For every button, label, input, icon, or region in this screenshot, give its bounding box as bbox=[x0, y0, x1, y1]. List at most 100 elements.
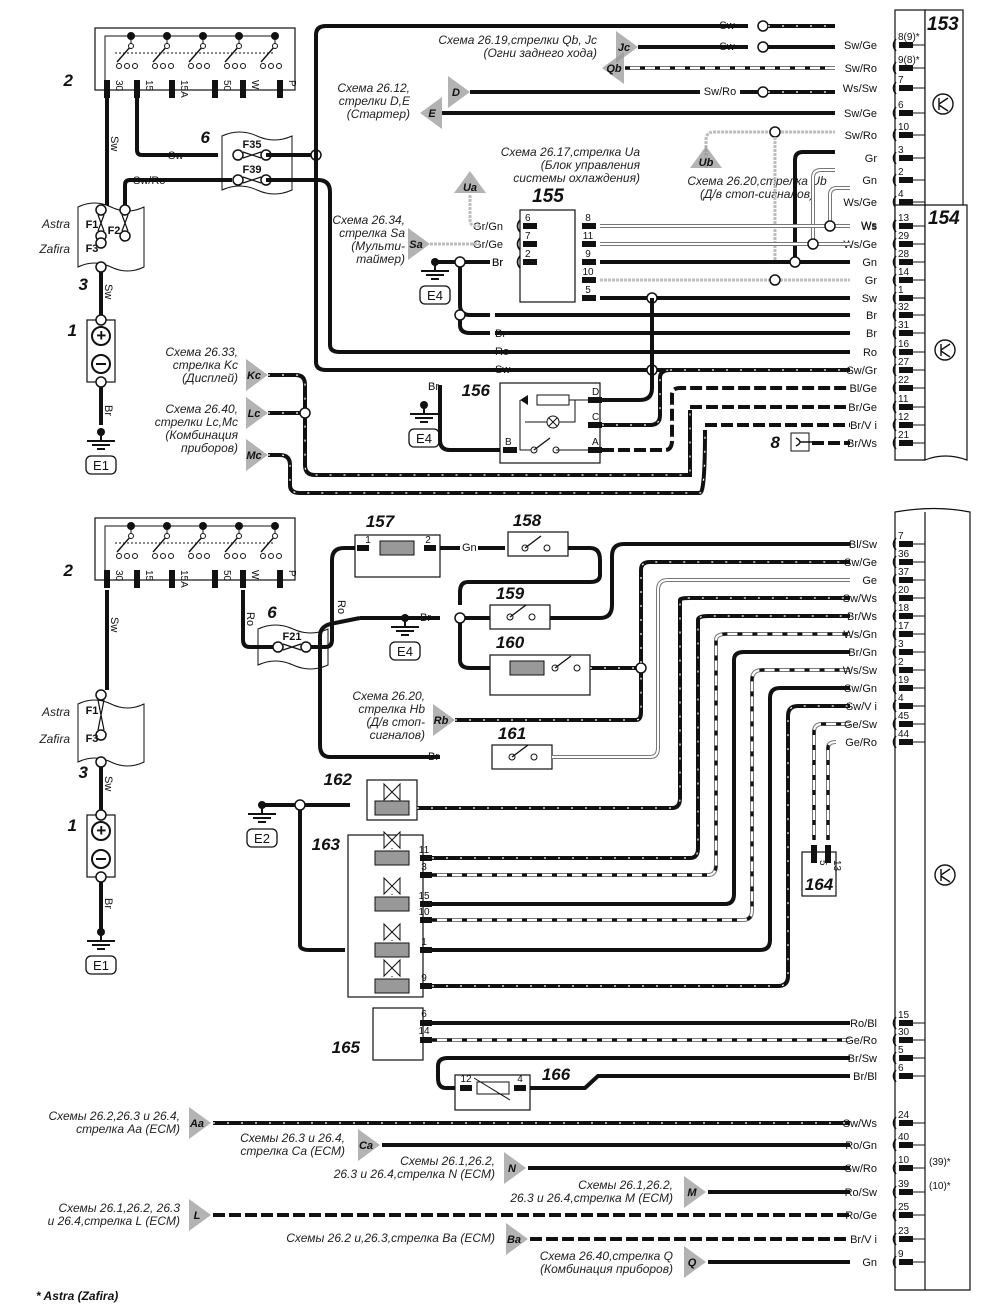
reference-L-description: и 26.4,стрелка L (ECM) bbox=[48, 1214, 180, 1228]
switch-pivot bbox=[164, 43, 170, 49]
wire-164-ge-sw bbox=[812, 722, 850, 840]
switch-terminal-label: W bbox=[249, 80, 260, 90]
wire-163-1-sw-gn bbox=[432, 686, 850, 952]
wire-stroke bbox=[458, 267, 490, 317]
module-154-wire-label: Ws bbox=[861, 221, 877, 233]
wire-stroke bbox=[268, 429, 707, 495]
junction-node bbox=[769, 126, 781, 138]
module-153-wire-label: Ws bbox=[861, 220, 877, 232]
reference-Ua-description: Схема 26.17,стрелка Ua bbox=[501, 145, 641, 159]
fuse-label: F2 bbox=[108, 225, 121, 237]
switch-pivot bbox=[164, 533, 170, 539]
sensor-166-pin-12 bbox=[460, 1085, 472, 1091]
pin-socket bbox=[892, 381, 897, 395]
wire-stroke bbox=[438, 385, 500, 452]
reference-Lc-Mc-description: (Комбинация bbox=[165, 428, 238, 442]
wire-label: Br bbox=[102, 898, 114, 909]
module-154-pin bbox=[899, 259, 913, 265]
switch-159 bbox=[489, 604, 551, 630]
reference-arrow-label: D bbox=[452, 87, 460, 99]
module-155-pin bbox=[523, 223, 537, 229]
module-155-wire-label: Br bbox=[492, 257, 503, 269]
injector-block-163-pin bbox=[420, 855, 432, 861]
pin-socket bbox=[892, 1051, 897, 1065]
junction-node bbox=[757, 20, 769, 32]
reference-arrow-label: M bbox=[687, 1187, 697, 1199]
wire-label: Br bbox=[102, 405, 114, 416]
wire-153-4 bbox=[811, 168, 835, 243]
reference-arrow-Q bbox=[684, 1246, 706, 1278]
sensor-166-pin-4 bbox=[514, 1085, 526, 1091]
wire-156-B bbox=[438, 385, 500, 452]
switch-159-number: 159 bbox=[496, 584, 525, 603]
switch-terminal-label: W bbox=[249, 570, 260, 580]
reference-L-description: Схемы 26.1,26.2, 26.3 bbox=[58, 1201, 180, 1215]
reference-D-E-description: Схема 26.12, bbox=[337, 81, 410, 95]
bottom-ignition-switch-number: 2 bbox=[63, 561, 74, 580]
wire-stroke bbox=[602, 370, 654, 402]
module-155-pin-number: 8 bbox=[585, 213, 591, 224]
pin-socket bbox=[516, 219, 521, 233]
junction-node bbox=[454, 612, 466, 624]
ecm-wire-label: Bl/Sw bbox=[849, 539, 877, 551]
ecm-pin bbox=[899, 703, 913, 709]
battery-plus bbox=[91, 821, 111, 841]
wire-153-2 bbox=[793, 150, 835, 262]
ecm-pin bbox=[899, 1020, 913, 1026]
wire-stroke bbox=[436, 1056, 850, 1090]
switch-contact bbox=[116, 45, 132, 63]
reference-arrow-label: Kc bbox=[247, 370, 261, 382]
fuse-box-6-number: 6 bbox=[201, 128, 211, 147]
module-153-wire-label: Gn bbox=[862, 175, 877, 187]
switch-contact-point bbox=[124, 553, 130, 559]
module-154-wire-label: Ws/Ge bbox=[843, 239, 877, 251]
reference-arrow-Aa bbox=[189, 1107, 211, 1139]
wire-164-ge-ro bbox=[826, 740, 837, 840]
ecm-pin-number: 7 bbox=[898, 531, 904, 542]
module-155-pin bbox=[523, 241, 537, 247]
switch-terminal-label: 50 bbox=[221, 570, 232, 582]
wire-label: Sw/Ro bbox=[704, 86, 736, 98]
reference-arrow-Qb bbox=[602, 52, 624, 84]
ground-E1-bottom-label: E1 bbox=[93, 958, 109, 973]
switch-terminal-50 bbox=[212, 80, 218, 98]
module-156-pin-label: C bbox=[592, 412, 599, 423]
ecm-pin-number: 3 bbox=[898, 639, 904, 650]
wire-core bbox=[829, 187, 850, 225]
reference-arrow-label: Ba bbox=[507, 1234, 521, 1246]
module-154-pin bbox=[899, 367, 913, 373]
bottom-battery-number: 1 bbox=[68, 816, 77, 835]
injector-block-163-pin bbox=[420, 917, 432, 923]
module-154-pin-number: 31 bbox=[898, 320, 910, 331]
ecm-wire-label: Sw/Ws bbox=[843, 1118, 878, 1130]
module-153-pin bbox=[899, 85, 913, 91]
sensor-166-pin-label: 4 bbox=[517, 1074, 523, 1085]
fuse-label: F1 bbox=[86, 219, 99, 231]
wire-stroke bbox=[311, 546, 355, 649]
module-165-pin-6 bbox=[420, 1020, 432, 1026]
reference-M-description: Схемы 26.1,26.2, bbox=[578, 1178, 673, 1192]
wire-label: Ro bbox=[335, 600, 347, 614]
wire-label: Sw bbox=[108, 617, 120, 632]
module-156-number: 156 bbox=[462, 381, 491, 400]
injector-block-163-pin bbox=[420, 901, 432, 907]
module-154-pin bbox=[899, 349, 913, 355]
wire-stripe bbox=[417, 597, 850, 809]
module-156-pin-label: B bbox=[505, 437, 512, 448]
transistor-glyph bbox=[938, 97, 949, 112]
module-155-pin-number: 2 bbox=[525, 249, 531, 260]
ecm-wire-label: Ro/Bl bbox=[850, 1018, 877, 1030]
reference-arrow-label: Mc bbox=[246, 450, 261, 462]
reference-Lc-Mc-description: приборов) bbox=[181, 441, 238, 455]
pin-socket bbox=[892, 1232, 897, 1246]
module-153-body bbox=[924, 9, 964, 239]
ecm-wire-label: Ws/Gn bbox=[843, 629, 877, 641]
switch-terminal-30 bbox=[104, 570, 110, 588]
wire-163-10-ws-sw bbox=[432, 668, 850, 922]
module-154-pin-number: 22 bbox=[898, 375, 910, 386]
junction-node bbox=[454, 256, 466, 268]
wire-stroke bbox=[268, 373, 693, 477]
reference-Ua-description: (Блок управления bbox=[541, 158, 641, 172]
module-154-wire-label: Br/Ge bbox=[848, 402, 877, 414]
module-155-pin-number: 6 bbox=[525, 213, 531, 224]
